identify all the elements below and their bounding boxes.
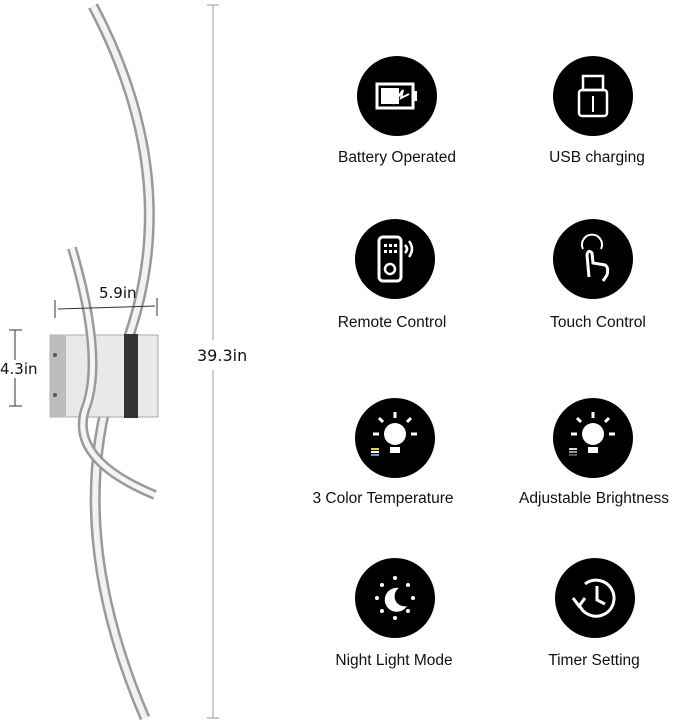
feature-label: Night Light Mode <box>335 652 453 669</box>
moon-icon <box>355 558 435 638</box>
feature-label: Touch Control <box>550 314 646 331</box>
total-height-dimension: 39.3in <box>197 346 248 365</box>
touch-icon <box>553 219 633 299</box>
battery-icon <box>357 56 437 136</box>
wall-lamp-illustration <box>9 3 219 721</box>
width-dimension: 5.9in <box>99 284 137 302</box>
timer-icon <box>555 558 635 638</box>
feature-label: USB charging <box>549 149 645 166</box>
feature-label: Timer Setting <box>548 652 640 669</box>
feature-label: Adjustable Brightness <box>519 490 669 507</box>
bulb-color-icon <box>355 398 435 478</box>
usb-icon <box>553 56 633 136</box>
remote-icon <box>355 219 435 299</box>
feature-label: 3 Color Temperature <box>312 490 454 507</box>
feature-label: Remote Control <box>337 314 447 331</box>
feature-label: Battery Operated <box>337 149 457 166</box>
bulb-brightness-icon <box>553 398 633 478</box>
box-height-dimension: 4.3in <box>0 360 38 378</box>
